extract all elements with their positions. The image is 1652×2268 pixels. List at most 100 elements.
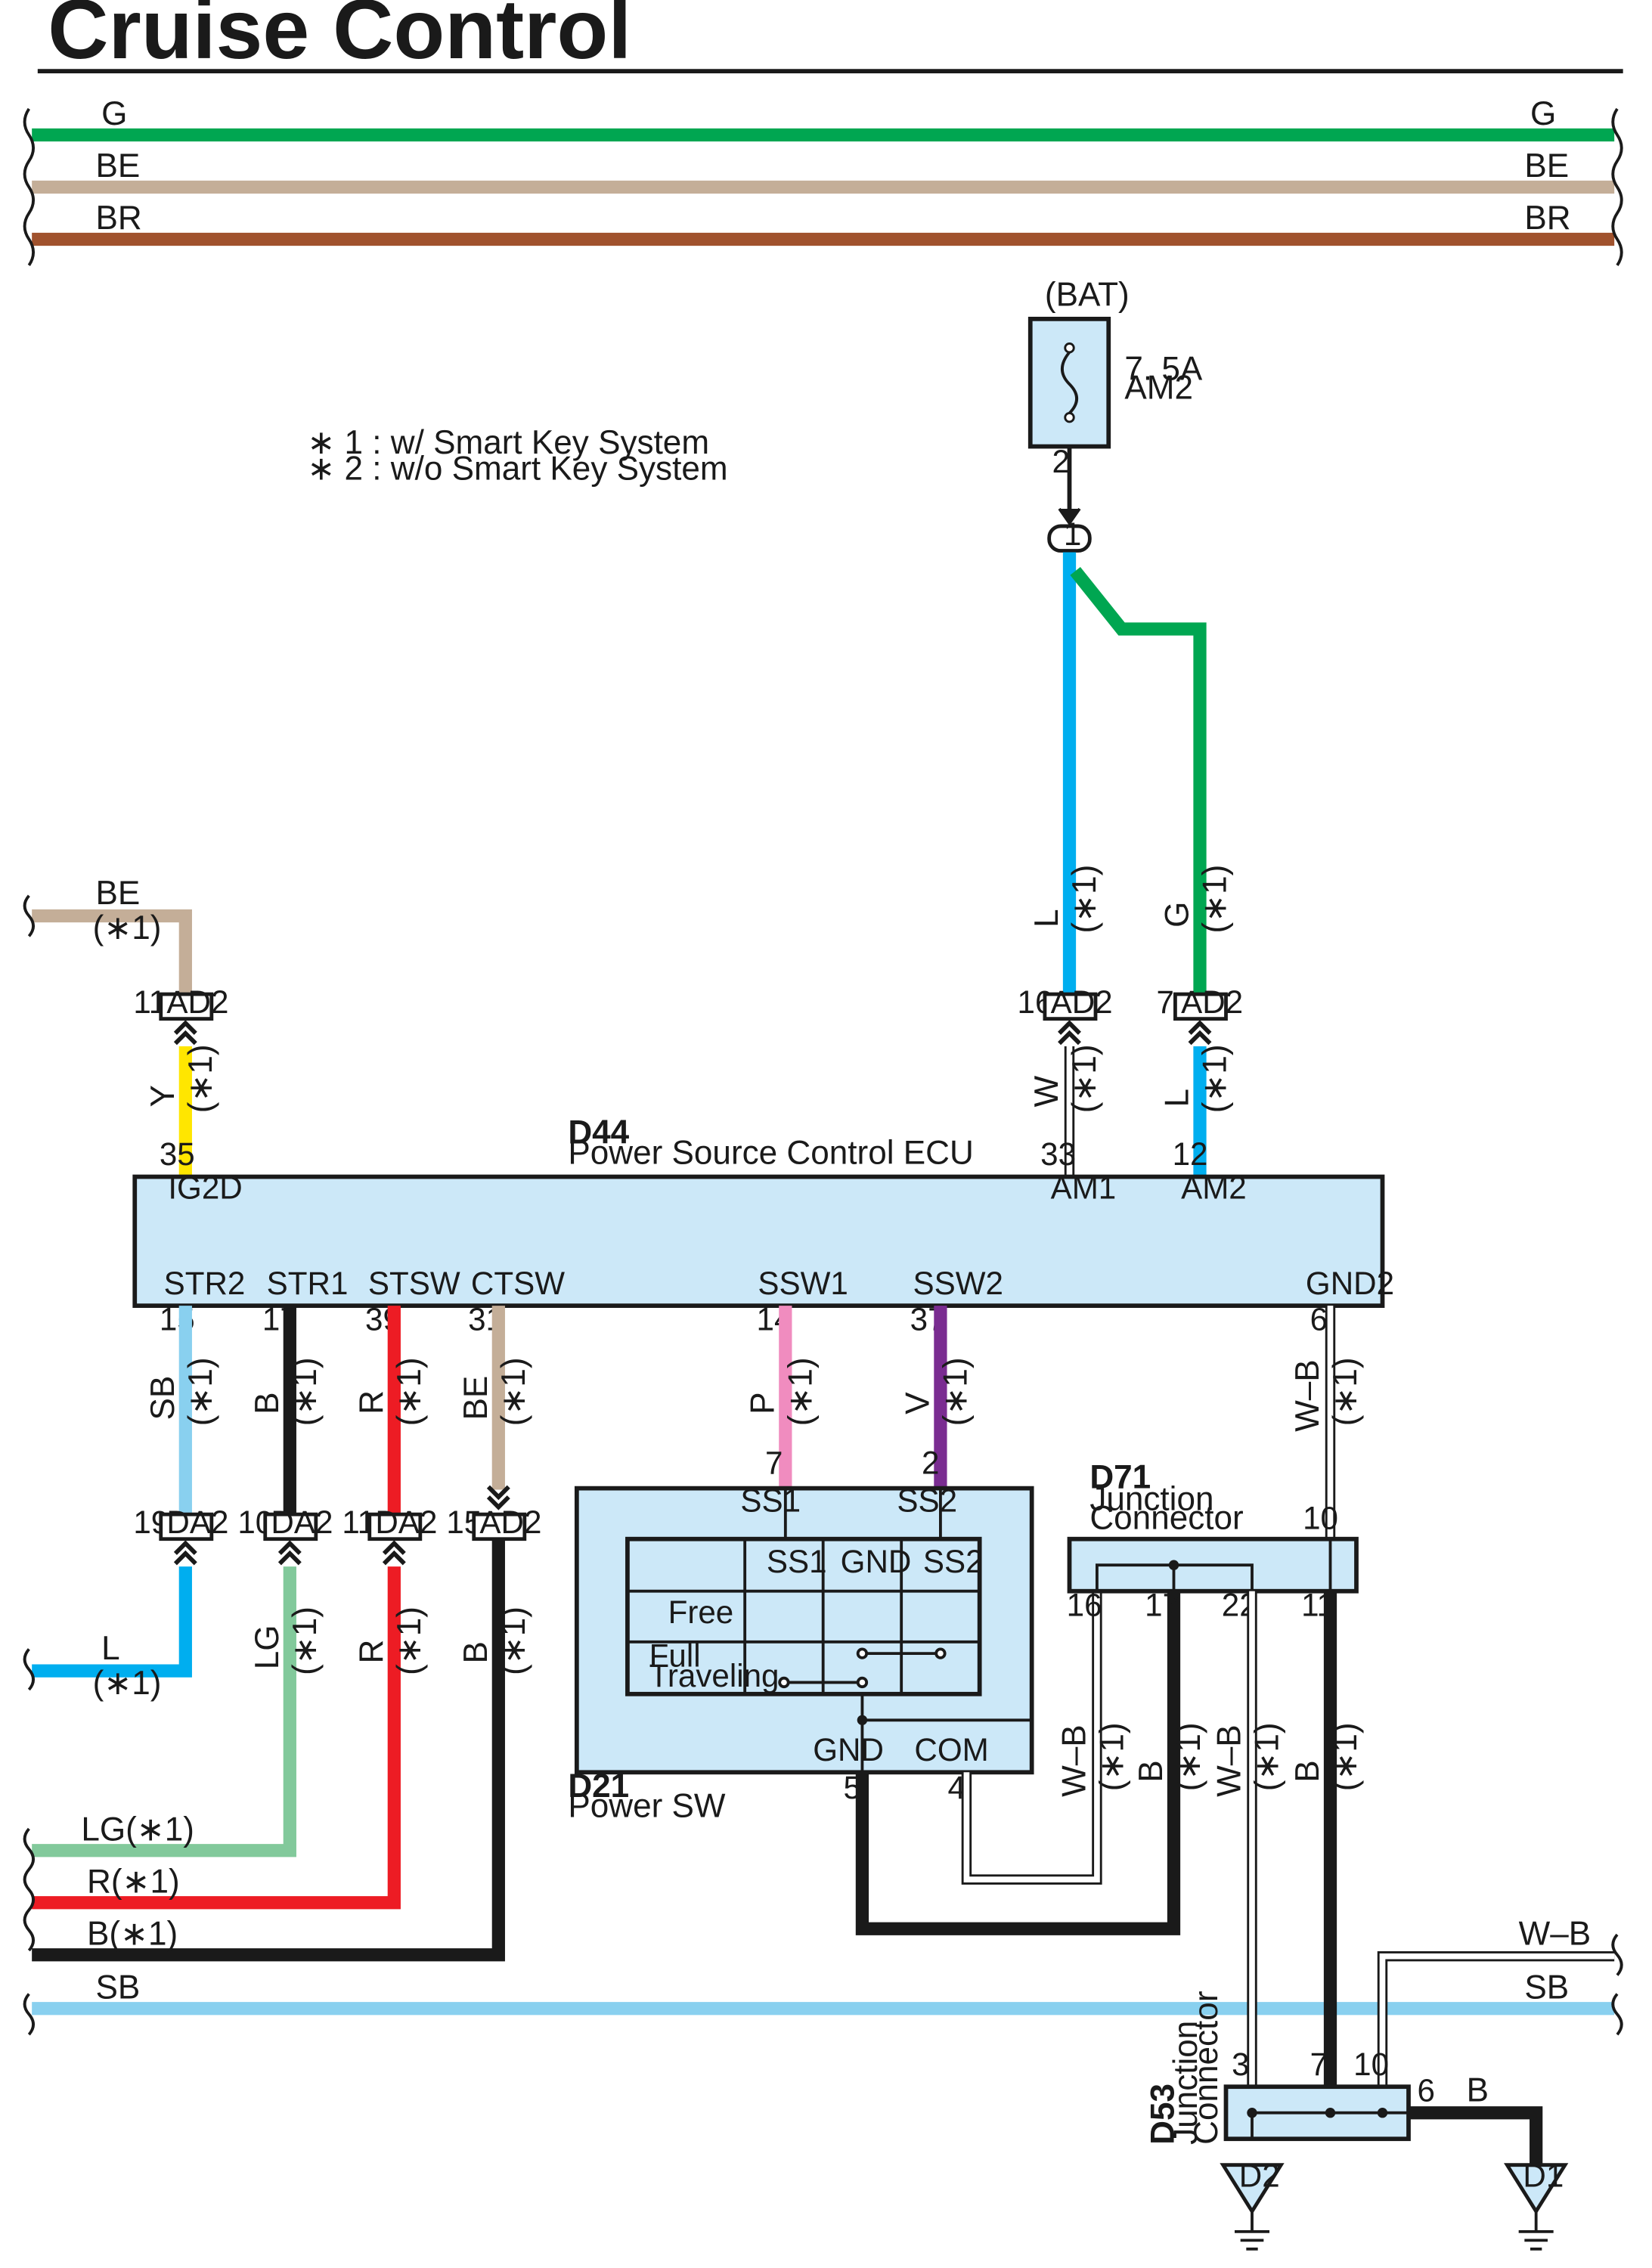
wire-sb-label: SB — [144, 1376, 181, 1421]
wire-r2-note: (∗1) — [391, 1606, 428, 1675]
d71-wire-17-label: B — [1133, 1760, 1170, 1782]
psw-col-ss2: SS2 — [923, 1544, 984, 1579]
wire-l-note: (∗1) — [1066, 865, 1103, 934]
ecu-d44: D44 Power Source Control ECU 35 IG2D 33 … — [132, 1114, 1394, 1337]
ecu-term-am1: AM1 — [1051, 1170, 1117, 1205]
wire-lg-label: LG — [249, 1625, 286, 1669]
ground-d1: D1 — [1504, 2158, 1569, 2251]
d53-pin-10: 10 — [1353, 2046, 1389, 2082]
d71-wire-11-label: B — [1289, 1760, 1326, 1782]
connector-da2-19: 19 DA2 — [133, 1504, 228, 1566]
wire-r-input — [32, 1566, 401, 1910]
connector-name: DA2 — [166, 1504, 228, 1540]
ground-d2: D2 — [1220, 2158, 1285, 2251]
wire-y-label: Y — [144, 1085, 181, 1107]
d53-code: D53 — [1145, 2084, 1182, 2145]
bus-break-marks — [23, 107, 1623, 267]
wire-g-label: G — [1159, 902, 1196, 928]
psw-row-full-2: Traveling — [649, 1658, 780, 1693]
psw-code: D21 — [568, 1768, 629, 1805]
psw-term-ss2: SS2 — [897, 1483, 957, 1518]
bus-g: G G — [32, 95, 1615, 142]
psw-term-gnd: GND — [813, 1732, 884, 1768]
wire-p-label: P — [745, 1392, 782, 1414]
wire-l-input — [32, 1566, 192, 1678]
wire-b-d1 — [1409, 2106, 1543, 2165]
b-input-label: B(∗1) — [87, 1915, 178, 1952]
ecu-name: Power Source Control ECU — [568, 1134, 973, 1171]
d71-pin-16: 16 — [1067, 1587, 1102, 1622]
note-1: ∗ 1 : w/ Smart Key System — [307, 424, 709, 461]
be-input-note: (∗1) — [93, 909, 162, 947]
wire-l2-label: L — [1159, 1089, 1196, 1108]
r-input-label: R(∗1) — [87, 1863, 180, 1900]
wire-lg-input — [32, 1566, 296, 1857]
connector-name: AD2 — [1051, 984, 1113, 1020]
psw-col-gnd: GND — [841, 1544, 912, 1579]
connector-name: AD2 — [1181, 984, 1243, 1020]
ecu-term-ssw2: SSW2 — [913, 1266, 1003, 1301]
wire-g-note: (∗1) — [1197, 865, 1234, 934]
psw-name: Power SW — [568, 1788, 726, 1825]
wire-v-note: (∗1) — [937, 1357, 974, 1426]
ecu-pin-33: 33 — [1040, 1136, 1076, 1172]
wire-l-label: L — [1028, 909, 1065, 928]
lg-input-label: LG(∗1) — [81, 1811, 194, 1848]
wire-wb-label: W–B — [1289, 1359, 1326, 1432]
psw-pin-2: 2 — [922, 1445, 939, 1480]
ecu-term-str2: STR2 — [164, 1266, 246, 1301]
junction-1-label: 1 — [1064, 516, 1081, 552]
connector-name: DA2 — [375, 1504, 437, 1540]
psw-pin-4: 4 — [948, 1770, 965, 1805]
wire-r-note: (∗1) — [391, 1357, 428, 1426]
wire-g-am2 — [1070, 566, 1207, 995]
bus-sb-left-label: SB — [96, 1969, 141, 2006]
d53-pin-3: 3 — [1232, 2046, 1249, 2082]
wire-l2-note: (∗1) — [1197, 1044, 1234, 1113]
wire-v-label: V — [900, 1392, 937, 1414]
bus-g-left-label: G — [101, 95, 127, 132]
wire-b-note: (∗1) — [287, 1357, 324, 1426]
d71-pin-17: 17 — [1145, 1587, 1180, 1622]
connector-ad2-7: 7 AD2 — [1157, 984, 1243, 1046]
connector-name: DA2 — [271, 1504, 333, 1540]
fuse-source-label: (BAT) — [1045, 277, 1130, 314]
wire-lg-note: (∗1) — [287, 1606, 324, 1675]
ecu-term-am2: AM2 — [1181, 1170, 1247, 1205]
bus-sb: SB SB — [23, 1969, 1623, 2036]
wire-y-note: (∗1) — [182, 1044, 219, 1113]
wire-r2-label: R — [353, 1640, 390, 1664]
wire-r-label: R — [353, 1390, 390, 1414]
ecu-term-str1: STR1 — [267, 1266, 349, 1301]
d71-wire-22-label: W–B — [1211, 1724, 1248, 1797]
wire-be-note: (∗1) — [495, 1357, 532, 1426]
psw-term-ss1: SS1 — [740, 1483, 801, 1518]
wire-b-gnd-5 — [855, 1591, 1181, 1935]
ecu-term-ctsw: CTSW — [471, 1266, 565, 1301]
ecu-code: D44 — [568, 1114, 629, 1151]
d71-wire-11-note: (∗1) — [1327, 1722, 1364, 1791]
d53-out-wire-label: B — [1467, 2071, 1489, 2108]
bus-sb-right-label: SB — [1524, 1969, 1569, 2006]
ecu-pin-35: 35 — [160, 1136, 195, 1172]
wire-l-input-label: L — [101, 1630, 120, 1667]
d71-name-1: Junction — [1089, 1480, 1213, 1517]
page-title: Cruise Control — [48, 0, 631, 76]
d53-name-2: Connector — [1188, 1991, 1225, 2145]
bus-br-left-label: BR — [96, 200, 142, 237]
bus-be: BE BE — [32, 147, 1615, 194]
wire-b-label: B — [249, 1392, 286, 1414]
junction-d71: D71 Junction Connector 10 16 17 22 11 — [1067, 1459, 1359, 1622]
d71-wire-22-note: (∗1) — [1249, 1722, 1286, 1791]
d53-pin-7: 7 — [1310, 2046, 1328, 2082]
ecu-term-ssw1: SSW1 — [758, 1266, 848, 1301]
ecu-term-gnd2: GND2 — [1306, 1266, 1394, 1301]
ecu-pin-6: 6 — [1310, 1302, 1328, 1337]
d71-pin-10: 10 — [1303, 1500, 1338, 1535]
connector-pin: 7 — [1157, 984, 1174, 1020]
wire-w-note: (∗1) — [1066, 1044, 1103, 1113]
note-2: ∗ 2 : w/o Smart Key System — [307, 451, 727, 488]
bus-br-right-label: BR — [1524, 200, 1570, 237]
ground-d1-label: D1 — [1523, 2158, 1564, 2193]
